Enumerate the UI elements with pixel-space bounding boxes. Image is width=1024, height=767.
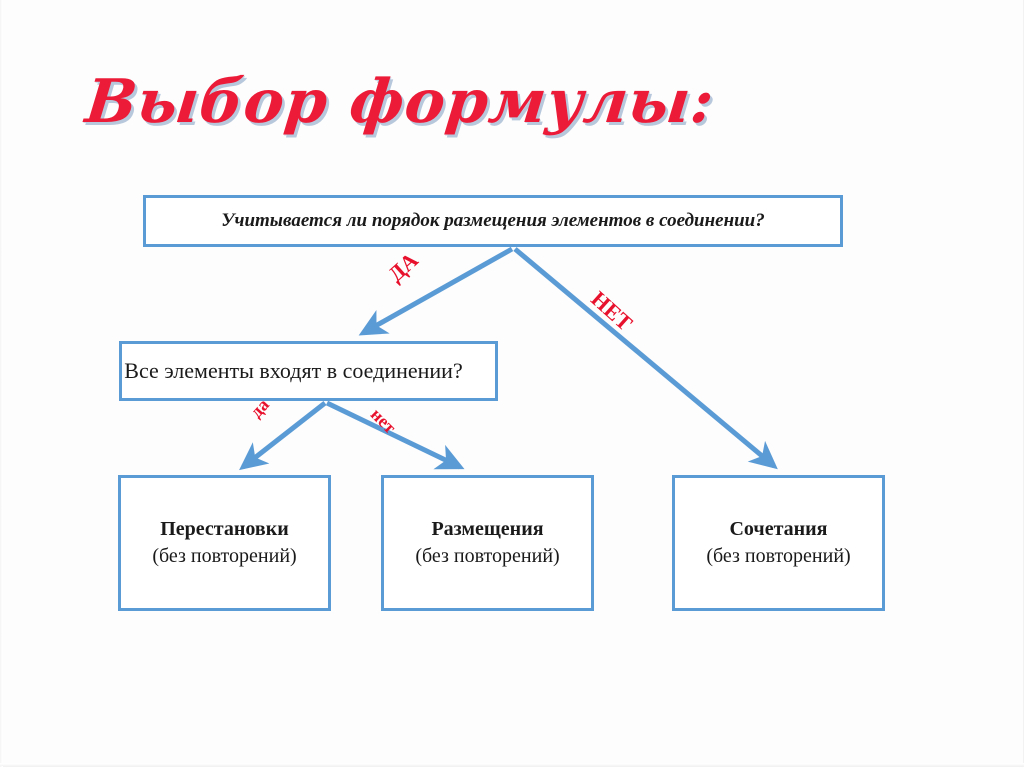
result-box-arrangements-title: Размещения (431, 518, 544, 540)
decision-box-all-elements-label: Все элементы входят в соединении? (124, 358, 463, 383)
decision-box-order-matters[interactable]: Учитывается ли порядок размещения элемен… (143, 195, 843, 247)
result-box-combinations[interactable]: Сочетания (без повторений) (672, 475, 885, 611)
arrow-q2-no (325, 400, 465, 470)
result-box-arrangements-subtitle: (без повторений) (415, 545, 560, 567)
result-box-permutations-subtitle: (без повторений) (152, 545, 297, 567)
arrow-q1-yes (358, 246, 514, 336)
result-box-combinations-title: Сочетания (729, 518, 828, 540)
edge-label-q1-no: НЕТ (586, 286, 638, 336)
page-frame-left-edge (0, 0, 3, 767)
decision-box-all-elements[interactable]: Все элементы входят в соединении? (119, 341, 498, 401)
result-box-permutations[interactable]: Перестановки (без повторений) (118, 475, 331, 611)
result-box-combinations-subtitle: (без повторений) (706, 545, 851, 567)
page-frame-bottom-edge (0, 763, 1024, 766)
result-box-arrangements[interactable]: Размещения (без повторений) (381, 475, 594, 611)
result-box-permutations-title: Перестановки (160, 518, 289, 540)
decision-box-order-matters-label: Учитывается ли порядок размещения элемен… (221, 210, 765, 231)
page-title: Выбор формулы: (82, 67, 718, 137)
edge-label-q1-yes: ДА (383, 247, 423, 287)
edge-label-q2-no: нет (366, 404, 401, 438)
arrow-q1-no (513, 247, 778, 470)
